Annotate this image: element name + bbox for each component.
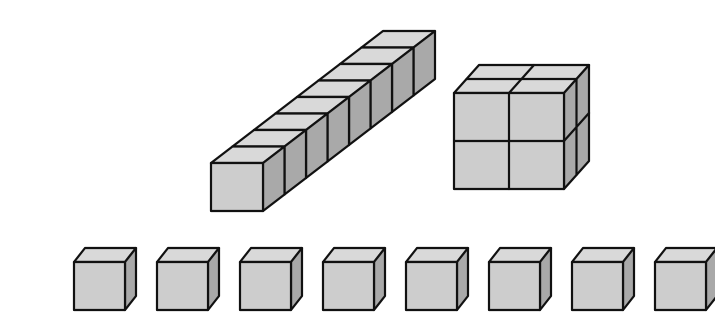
single-cube xyxy=(74,248,136,310)
cube-front-face xyxy=(572,262,623,310)
cube-rod xyxy=(211,31,435,211)
cube-front-face xyxy=(655,262,706,310)
cube-front-face xyxy=(157,262,208,310)
cube-front-face xyxy=(240,262,291,310)
cube-front-face xyxy=(489,262,540,310)
single-cube xyxy=(240,248,302,310)
single-cube xyxy=(489,248,551,310)
single-cube xyxy=(406,248,468,310)
single-cube xyxy=(323,248,385,310)
cube-front-face xyxy=(323,262,374,310)
cube-front-face xyxy=(406,262,457,310)
single-cube xyxy=(572,248,634,310)
cube-block xyxy=(454,65,589,189)
cube-front-face xyxy=(74,262,125,310)
rod-cube xyxy=(211,147,285,212)
single-cubes-row xyxy=(74,248,715,310)
single-cube xyxy=(655,248,715,310)
cube-top-face xyxy=(655,248,715,262)
cube-front-face xyxy=(211,163,263,211)
single-cube xyxy=(157,248,219,310)
